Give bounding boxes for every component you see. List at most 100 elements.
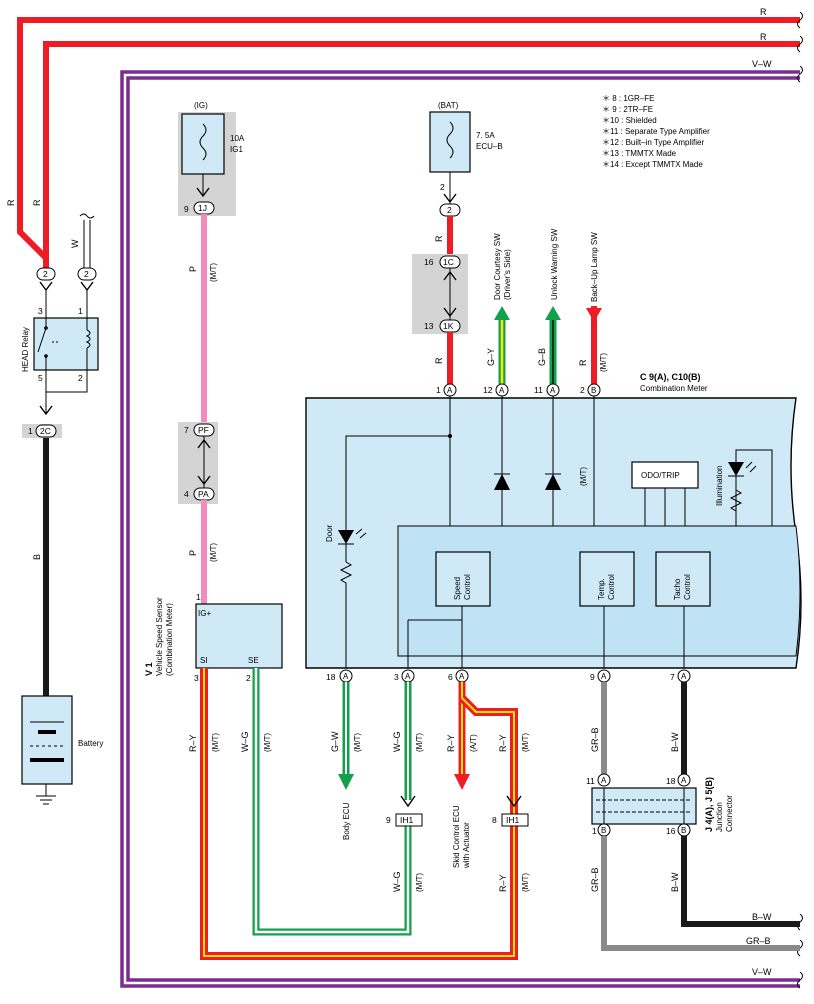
svg-text:1: 1 xyxy=(436,385,441,395)
svg-text:(M/T): (M/T) xyxy=(415,733,424,752)
svg-text:B: B xyxy=(601,826,606,835)
wire-label-vw-bottom: V–W xyxy=(752,967,772,977)
svg-text:A: A xyxy=(405,672,411,681)
svg-text:P: P xyxy=(188,550,198,556)
svg-text:GR–B: GR–B xyxy=(590,727,600,752)
svg-text:9: 9 xyxy=(184,204,189,214)
svg-text:B–W: B–W xyxy=(670,872,680,892)
svg-text:Door Courtesy SW: Door Courtesy SW xyxy=(493,233,502,300)
svg-text:R–Y: R–Y xyxy=(446,734,456,752)
conn-ih1-a xyxy=(395,813,423,827)
sensor-name: Vehicle Speed Sensor xyxy=(155,597,164,676)
note-6: ＊13 : TMMTX Made xyxy=(602,149,677,158)
svg-text:18: 18 xyxy=(326,672,336,682)
junction-id: J 4(A), J 5(B) xyxy=(704,777,714,832)
wire-label-grb-right: GR–B xyxy=(746,936,771,946)
speed-control-2: Control xyxy=(463,574,472,600)
svg-text:G–W: G–W xyxy=(330,731,340,752)
tacho-control-1: Tacho xyxy=(673,578,682,600)
svg-text:Back–Up Lamp SW: Back–Up Lamp SW xyxy=(590,232,599,302)
svg-text:A: A xyxy=(601,776,607,785)
svg-text:4: 4 xyxy=(184,489,189,499)
wire-label-r2: R xyxy=(760,32,767,42)
body-ecu-label: Body ECU xyxy=(342,802,351,840)
meter-name: Combination Meter xyxy=(640,384,708,393)
svg-text:2: 2 xyxy=(84,269,89,279)
svg-text:16: 16 xyxy=(424,257,434,267)
svg-text:1: 1 xyxy=(28,426,33,436)
note-3: ＊10 : Shielded xyxy=(602,116,657,125)
meter-id: C 9(A), C10(B) xyxy=(640,372,701,382)
door-label: Door xyxy=(325,524,334,542)
svg-text:6: 6 xyxy=(448,672,453,682)
ry-wire-loop xyxy=(200,668,518,960)
ig-fuse xyxy=(181,113,225,198)
svg-text:A: A xyxy=(499,386,505,395)
1c-1k-link xyxy=(443,268,457,320)
battery xyxy=(21,695,73,805)
meter-bottom-pins: A 18 A 3 A 6 A 9 A 7 xyxy=(326,669,691,683)
svg-text:1: 1 xyxy=(592,826,597,836)
svg-text:W–G: W–G xyxy=(392,731,402,752)
svg-text:2: 2 xyxy=(580,385,585,395)
svg-text:11: 11 xyxy=(586,776,595,786)
svg-text:R: R xyxy=(578,359,588,366)
svg-text:ECU–B: ECU–B xyxy=(476,142,503,151)
svg-text:IH1: IH1 xyxy=(400,815,414,825)
svg-text:R: R xyxy=(434,235,444,242)
skid-ecu-label-2: with Actuator xyxy=(462,822,471,869)
illumination-label: Illumination xyxy=(715,466,724,506)
meter-mt-label: (M/T) xyxy=(579,467,588,486)
ry-wire-meter xyxy=(459,695,522,808)
svg-text:W–G: W–G xyxy=(240,731,250,752)
bat-source: (BAT) xyxy=(438,101,459,110)
svg-text:3: 3 xyxy=(394,672,399,682)
ig-fuse-rating: 10A xyxy=(230,134,245,143)
wire-label-vw-top: V–W xyxy=(752,59,772,69)
head-relay xyxy=(33,317,99,371)
combination-meter xyxy=(305,396,802,669)
svg-text:B–W: B–W xyxy=(670,732,680,752)
svg-text:1: 1 xyxy=(78,306,83,316)
wire-label-bw-right: B–W xyxy=(752,912,772,922)
svg-text:A: A xyxy=(343,672,349,681)
svg-text:(M/T): (M/T) xyxy=(599,353,608,372)
svg-text:3: 3 xyxy=(194,673,199,683)
w-wire xyxy=(79,213,95,268)
vehicle-speed-sensor xyxy=(195,603,283,669)
note-2: ＊ 9 : 2TR–FE xyxy=(602,105,653,114)
svg-text:9: 9 xyxy=(590,672,595,682)
note-1: ＊ 8 : 1GR–FE xyxy=(602,94,654,103)
svg-text:R: R xyxy=(434,357,444,364)
svg-text:R–Y: R–Y xyxy=(188,734,198,752)
svg-text:PF: PF xyxy=(198,425,209,435)
svg-text:(A/T): (A/T) xyxy=(469,734,478,752)
relay-connector-right: 2 xyxy=(77,267,97,292)
svg-text:16: 16 xyxy=(666,826,676,836)
temp-control-2: Control xyxy=(607,574,616,600)
skid-ecu-wire xyxy=(454,682,470,790)
svg-text:G–Y: G–Y xyxy=(486,348,496,366)
junction-name-2: Connector xyxy=(725,795,734,832)
sensor-sub: (Combination Meter) xyxy=(165,603,174,676)
wire-label-r1: R xyxy=(760,7,767,17)
tacho-control-2: Control xyxy=(683,574,692,600)
svg-text:(M/T): (M/T) xyxy=(211,733,220,752)
svg-text:7: 7 xyxy=(670,672,675,682)
svg-text:7: 7 xyxy=(184,425,189,435)
svg-text:(M/T): (M/T) xyxy=(521,733,530,752)
svg-text:A: A xyxy=(681,672,687,681)
ig-source: (IG) xyxy=(194,101,208,110)
wire-label-w: W xyxy=(70,239,80,248)
svg-text:R–Y: R–Y xyxy=(498,734,508,752)
svg-text:B: B xyxy=(591,386,596,395)
svg-text:PA: PA xyxy=(198,489,209,499)
svg-text:A: A xyxy=(601,672,607,681)
grb-wire-lower xyxy=(601,836,800,951)
conn-ih1-b xyxy=(501,813,529,827)
sensor-id: V 1 xyxy=(144,662,154,676)
pf-pa-link xyxy=(197,436,211,488)
svg-text:3: 3 xyxy=(38,306,43,316)
svg-text:8: 8 xyxy=(492,815,497,825)
